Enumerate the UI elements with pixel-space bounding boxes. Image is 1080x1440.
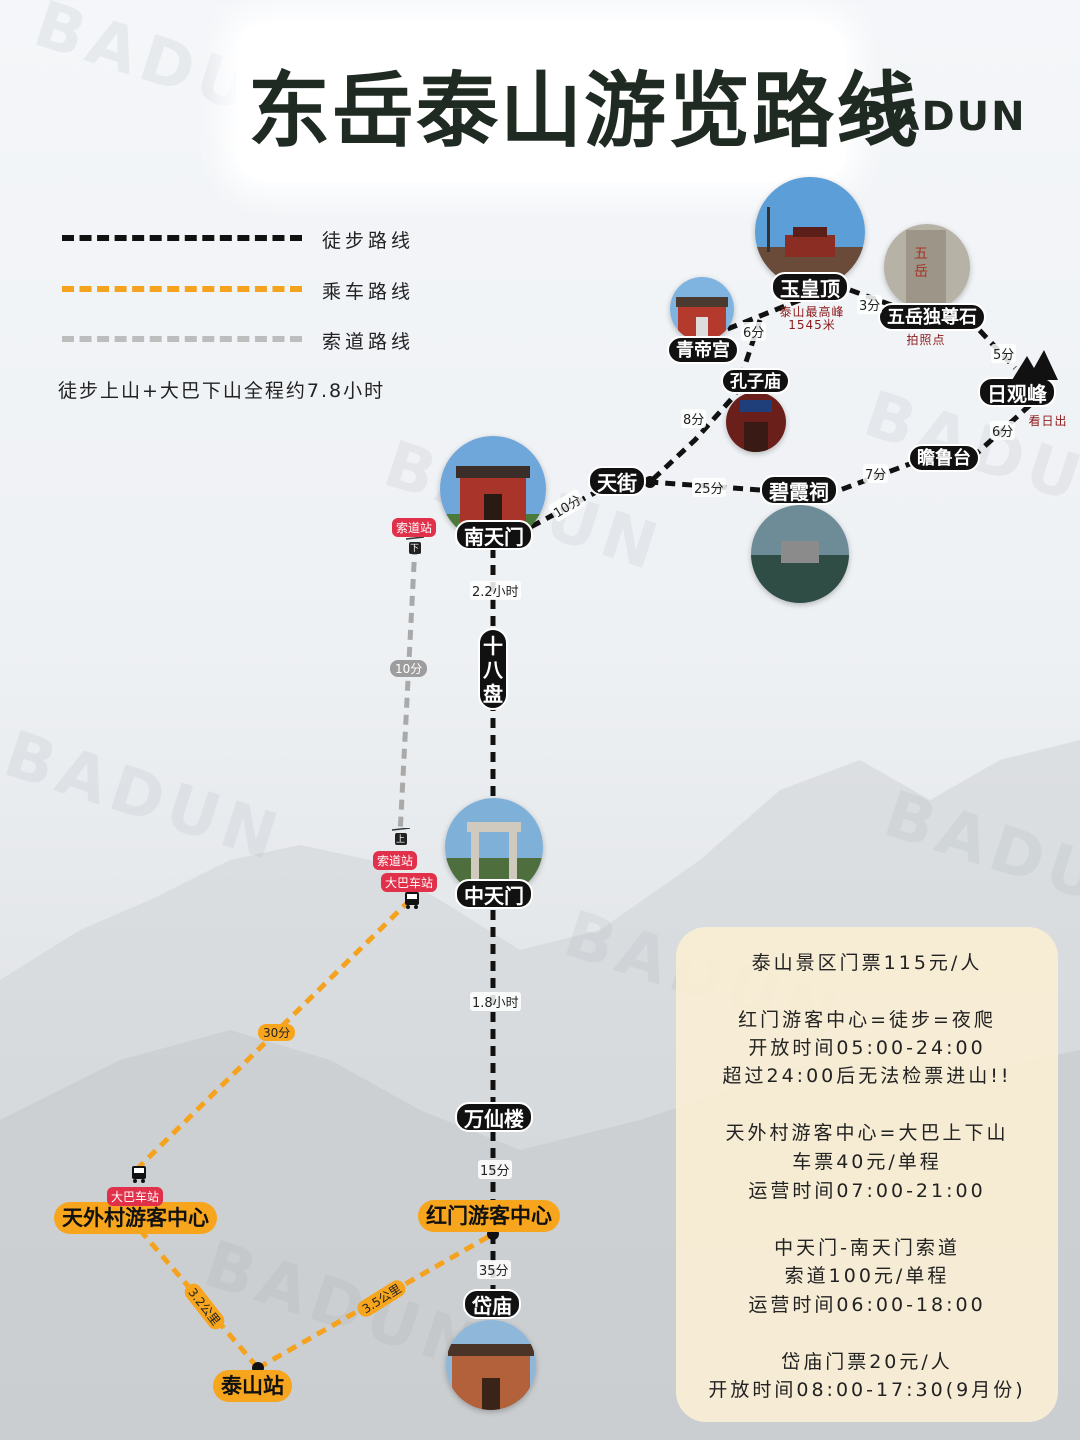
info-cable-title: 中天门-南天门索道: [774, 1237, 960, 1259]
riguan-note: 看日出: [1028, 414, 1068, 428]
route-hike-yuhuang-wuyue: [849, 287, 906, 313]
nantianmen-label: 南天门: [455, 520, 533, 550]
time-zhanlu-bixia: 7分: [863, 464, 889, 483]
info-daimiao-ticket: 岱庙门票20元/人: [781, 1351, 953, 1373]
info-daimiao-hours: 开放时间08:00-17:30(9月份): [708, 1379, 1026, 1401]
time-cableway: 10分: [390, 660, 428, 677]
taishanzhan-label: 泰山站: [213, 1370, 292, 1402]
cable-car-bottom-icon: 上: [391, 827, 411, 846]
yuhuangding-photo: [755, 177, 865, 287]
legend-bus-line: [62, 286, 302, 292]
brand-name: BADUN: [856, 94, 1027, 140]
time-yuhuang-wuyue: 3分: [857, 295, 883, 314]
info-hongmen-title: 红门游客中心=徒步=夜爬: [738, 1009, 996, 1031]
bus-top-tag: 大巴车站: [381, 873, 438, 892]
kongzi-photo: [726, 392, 786, 452]
info-cable-hours: 运营时间06:00-18:00: [748, 1294, 986, 1316]
hongmen-label: 红门游客中心: [418, 1200, 560, 1232]
bus-bottom-tag: 大巴车站: [107, 1187, 164, 1206]
qingdi-label: 青帝宫: [667, 336, 739, 364]
info-cable-fare: 索道100元/单程: [784, 1265, 950, 1287]
wuyue-photo: 五岳: [884, 224, 970, 310]
zhongtianmen-label: 中天门: [455, 879, 533, 909]
time-nantian-zhongtian: 2.2小时: [470, 581, 521, 600]
time-qingdi-kongzi: 6分: [741, 322, 767, 341]
kongzi-label: 孔子庙: [721, 368, 790, 394]
route-cable: [397, 544, 418, 836]
time-wanxian-hongmen: 15分: [478, 1160, 512, 1179]
bixia-label: 碧霞祠: [760, 475, 838, 505]
info-hongmen-warning: 超过24:00后无法检票进山!!: [722, 1065, 1012, 1087]
cable-top-tag: 索道站: [392, 518, 437, 537]
shibapan-label: 十八盘: [478, 628, 508, 710]
cable-bottom-tag: 索道站: [373, 851, 418, 870]
tianwaicun-label: 天外村游客中心: [54, 1202, 217, 1234]
yuhuangding-label: 玉皇顶: [771, 272, 849, 302]
legend-cable-label: 索道路线: [322, 331, 415, 353]
time-kongzi-tianjie: 8分: [681, 409, 707, 428]
riguan-label: 日观峰: [978, 377, 1056, 407]
qingdi-photo: [670, 277, 734, 341]
zhongtianmen-photo: [445, 798, 543, 896]
yuhuangding-note-2: 1545米: [788, 318, 836, 332]
mountain-icon: [1012, 350, 1058, 380]
svg-text:岳: 岳: [914, 264, 928, 280]
route-hike-qingdi-tianjie: [648, 319, 763, 484]
info-ticket: 泰山景区门票115元/人: [751, 952, 983, 974]
bixia-photo: [751, 505, 849, 603]
legend-hike-label: 徒步路线: [322, 230, 415, 252]
title-backdrop: [236, 22, 846, 182]
info-tianwai-hours: 运营时间07:00-21:00: [748, 1180, 986, 1202]
wanxianlou-label: 万仙楼: [455, 1102, 533, 1132]
wuyue-label: 五岳独尊石: [878, 303, 986, 331]
time-bixia-tianjie: 25分: [692, 478, 726, 497]
cable-bottom-mark: 上: [396, 835, 406, 845]
info-tianwai-title: 天外村游客中心=大巴上下山: [725, 1122, 1009, 1144]
daimiao-label: 岱庙: [463, 1289, 521, 1319]
legend-hike-line: [62, 235, 302, 241]
time-hongmen-daimiao: 35分: [477, 1260, 511, 1279]
bus-bottom-icon: [132, 1166, 146, 1183]
time-bus: 30分: [258, 1024, 296, 1041]
time-wuyue-riguan: 5分: [991, 344, 1017, 363]
info-panel: [676, 927, 1058, 1422]
info-hongmen-hours: 开放时间05:00-24:00: [748, 1037, 986, 1059]
time-riguan-zhanlu: 6分: [990, 421, 1016, 440]
total-time-summary: 徒步上山+大巴下山全程约7.8小时: [58, 380, 386, 402]
bus-top-icon: [405, 892, 419, 909]
page-title: 东岳泰山游览路线: [248, 64, 921, 159]
cable-top-mark: 下: [410, 544, 420, 554]
tianjie-dot: [644, 476, 656, 488]
daimiao-photo: [446, 1320, 536, 1410]
tianjie-label: 天街: [588, 466, 646, 496]
info-tianwai-fare: 车票40元/单程: [792, 1151, 942, 1173]
time-zhongtian-wanxian: 1.8小时: [470, 992, 521, 1011]
cable-car-top-icon: 下: [405, 536, 425, 555]
wuyue-note: 拍照点: [906, 333, 946, 347]
legend-cable-line: [62, 336, 302, 342]
yuhuangding-note-1: 泰山最高峰: [779, 305, 845, 319]
zhanlu-label: 瞻鲁台: [908, 444, 980, 472]
legend-bus-label: 乘车路线: [322, 281, 415, 303]
svg-text:五: 五: [914, 246, 928, 262]
route-bus-taishan-hongmen: [256, 1231, 495, 1371]
